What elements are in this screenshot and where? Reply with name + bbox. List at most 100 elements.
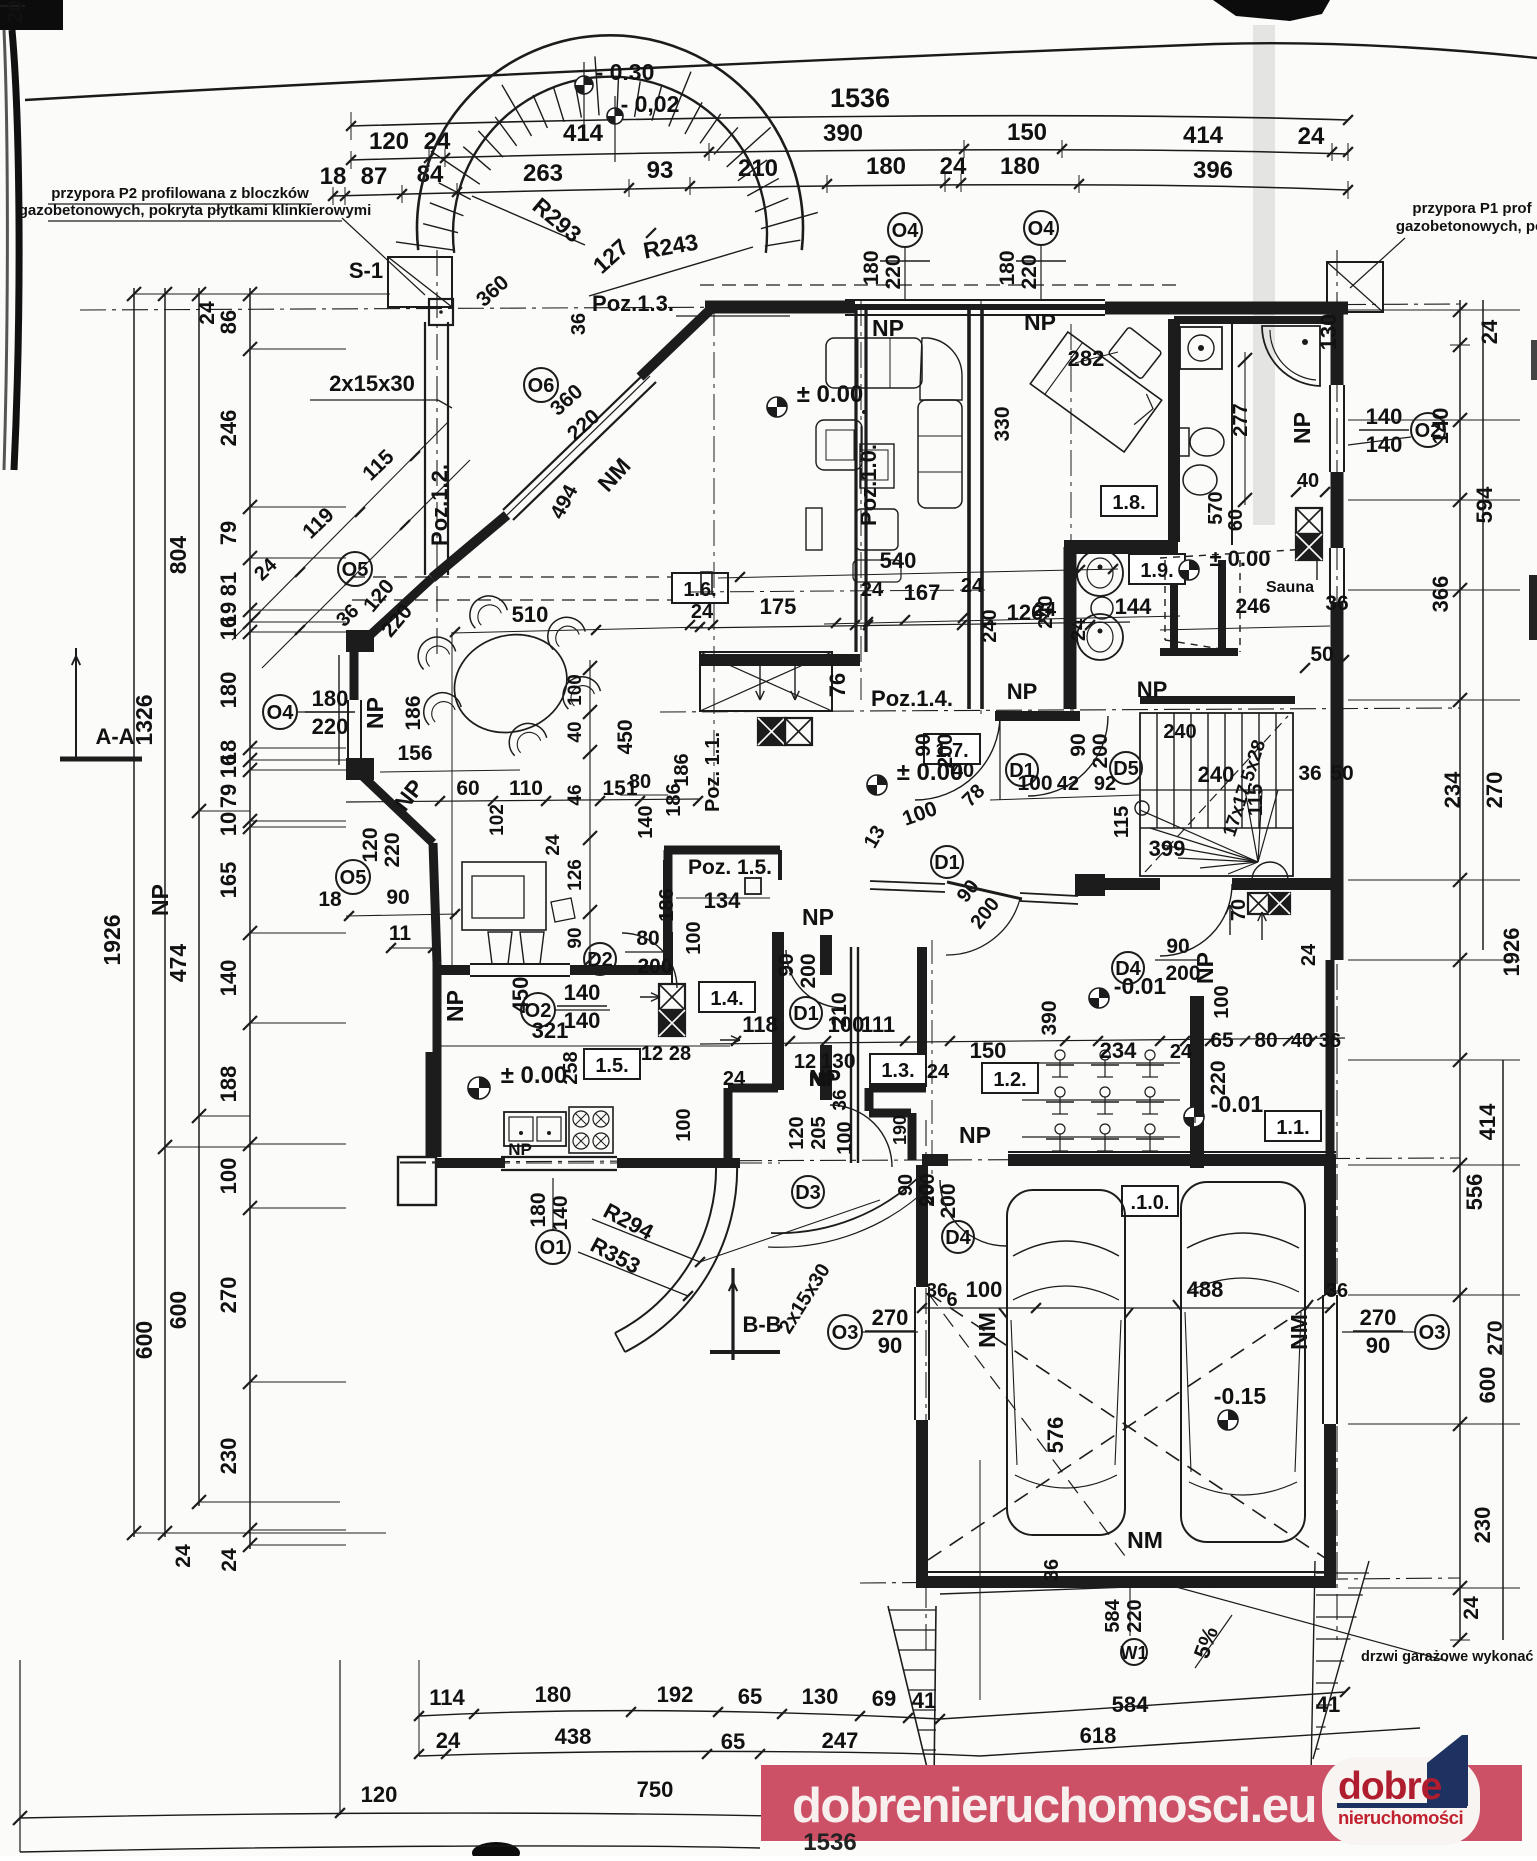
svg-text:NP: NP (442, 990, 468, 1022)
svg-text:1.2.: 1.2. (993, 1069, 1026, 1091)
svg-text:247: 247 (822, 1728, 859, 1753)
svg-text:200: 200 (917, 1173, 939, 1206)
svg-text:150: 150 (1007, 119, 1047, 146)
svg-text:100: 100 (673, 1108, 695, 1141)
svg-text:nieruchomości: nieruchomości (1338, 1807, 1463, 1828)
svg-text:90: 90 (1067, 733, 1090, 756)
svg-text:36: 36 (568, 313, 590, 335)
svg-text:118: 118 (742, 1012, 778, 1037)
svg-text:220: 220 (882, 254, 905, 289)
svg-text:186: 186 (671, 753, 693, 786)
svg-text:126: 126 (1007, 600, 1044, 625)
svg-text:120: 120 (369, 128, 409, 155)
svg-text:NM: NM (1286, 1314, 1312, 1350)
svg-text:90: 90 (915, 1183, 938, 1206)
svg-text:258: 258 (560, 1051, 582, 1084)
svg-text:100: 100 (683, 921, 705, 954)
svg-text:NP: NP (1137, 677, 1168, 702)
svg-text:Poz.1.4.: Poz.1.4. (871, 686, 953, 711)
svg-text:450: 450 (614, 719, 637, 754)
svg-text:drzwi garażowe wykonać be: drzwi garażowe wykonać be (1361, 1649, 1537, 1665)
svg-text:36: 36 (830, 1089, 851, 1110)
svg-text:D1: D1 (934, 852, 960, 874)
svg-text:399: 399 (1149, 836, 1186, 861)
svg-text:NP: NP (872, 315, 904, 341)
svg-text:263: 263 (523, 160, 563, 187)
svg-text:24: 24 (218, 1548, 241, 1572)
svg-text:60: 60 (1225, 509, 1247, 531)
svg-text:90: 90 (0, 0, 5, 12)
svg-text:414: 414 (563, 120, 604, 147)
svg-text:180: 180 (996, 250, 1019, 285)
svg-text:1536: 1536 (830, 83, 890, 113)
svg-text:1326: 1326 (131, 694, 157, 745)
svg-text:76: 76 (825, 673, 850, 697)
svg-text:240: 240 (1163, 721, 1196, 743)
svg-text:270: 270 (1484, 1320, 1507, 1355)
svg-text:41: 41 (1316, 1692, 1340, 1717)
svg-text:414: 414 (1475, 1103, 1500, 1140)
svg-text:1536: 1536 (803, 1829, 856, 1856)
svg-text:NP: NP (809, 1065, 841, 1091)
svg-text:87: 87 (361, 163, 388, 190)
svg-text:618: 618 (1080, 1723, 1117, 1748)
svg-text:± 0.00: ± 0.00 (501, 1062, 568, 1089)
svg-text:594: 594 (1472, 486, 1497, 523)
svg-text:230: 230 (216, 1438, 241, 1475)
svg-text:200: 200 (797, 953, 820, 988)
svg-text:100: 100 (216, 1158, 241, 1195)
svg-text:80: 80 (629, 771, 651, 793)
svg-text:200: 200 (937, 1183, 960, 1218)
svg-text:D1: D1 (1009, 760, 1035, 782)
svg-text:24: 24 (1170, 1041, 1193, 1063)
svg-text:W1: W1 (1121, 1643, 1148, 1663)
svg-text:474: 474 (165, 944, 191, 983)
svg-text:186: 186 (663, 783, 685, 816)
svg-text:24: 24 (940, 153, 967, 180)
svg-text:200: 200 (4, 0, 27, 24)
svg-text:167: 167 (904, 580, 941, 605)
svg-text:50: 50 (1310, 643, 1333, 666)
svg-text:804: 804 (165, 536, 191, 575)
svg-text:50: 50 (1330, 762, 1353, 785)
svg-text:69: 69 (872, 1686, 896, 1711)
svg-text:277: 277 (1230, 403, 1252, 436)
svg-text:16: 16 (216, 754, 241, 778)
svg-text:86: 86 (216, 310, 241, 334)
svg-text:140: 140 (1366, 404, 1403, 429)
svg-text:140: 140 (1428, 408, 1453, 445)
svg-text:1.1.: 1.1. (1276, 1117, 1309, 1139)
svg-text:246: 246 (1235, 595, 1270, 618)
svg-text:270: 270 (1360, 1305, 1397, 1330)
svg-text:O3: O3 (832, 1322, 859, 1344)
svg-text:450: 450 (508, 977, 533, 1014)
svg-text:120: 120 (359, 827, 382, 862)
svg-text:130: 130 (1316, 314, 1341, 351)
svg-text:366: 366 (1428, 576, 1453, 613)
svg-text:O4: O4 (1028, 218, 1056, 240)
svg-text:540: 540 (880, 548, 917, 573)
svg-text:24: 24 (436, 1728, 461, 1753)
svg-text:40: 40 (1297, 470, 1319, 492)
svg-text:D1: D1 (793, 1003, 819, 1025)
svg-text:115: 115 (1245, 784, 1267, 816)
svg-text:NP: NP (1192, 952, 1218, 984)
svg-text:330: 330 (991, 406, 1014, 441)
svg-text:1926: 1926 (1499, 928, 1524, 977)
svg-text:140: 140 (1366, 432, 1403, 457)
svg-text:180: 180 (535, 1682, 572, 1707)
svg-text:Poz. 1.5.: Poz. 1.5. (688, 856, 772, 879)
svg-text:115: 115 (1111, 806, 1133, 838)
svg-text:234: 234 (1100, 1038, 1137, 1063)
svg-text:584: 584 (1112, 1692, 1149, 1717)
svg-text:584: 584 (1102, 1598, 1124, 1632)
svg-text:70: 70 (1228, 899, 1250, 921)
svg-text:65: 65 (738, 1684, 762, 1709)
svg-text:156: 156 (397, 742, 432, 765)
svg-text:NP: NP (959, 1122, 991, 1148)
svg-text:24: 24 (961, 575, 984, 597)
svg-text:321: 321 (532, 1018, 569, 1043)
svg-text:36: 36 (926, 1280, 948, 1302)
svg-text:90: 90 (912, 733, 935, 756)
svg-text:180: 180 (860, 250, 883, 285)
